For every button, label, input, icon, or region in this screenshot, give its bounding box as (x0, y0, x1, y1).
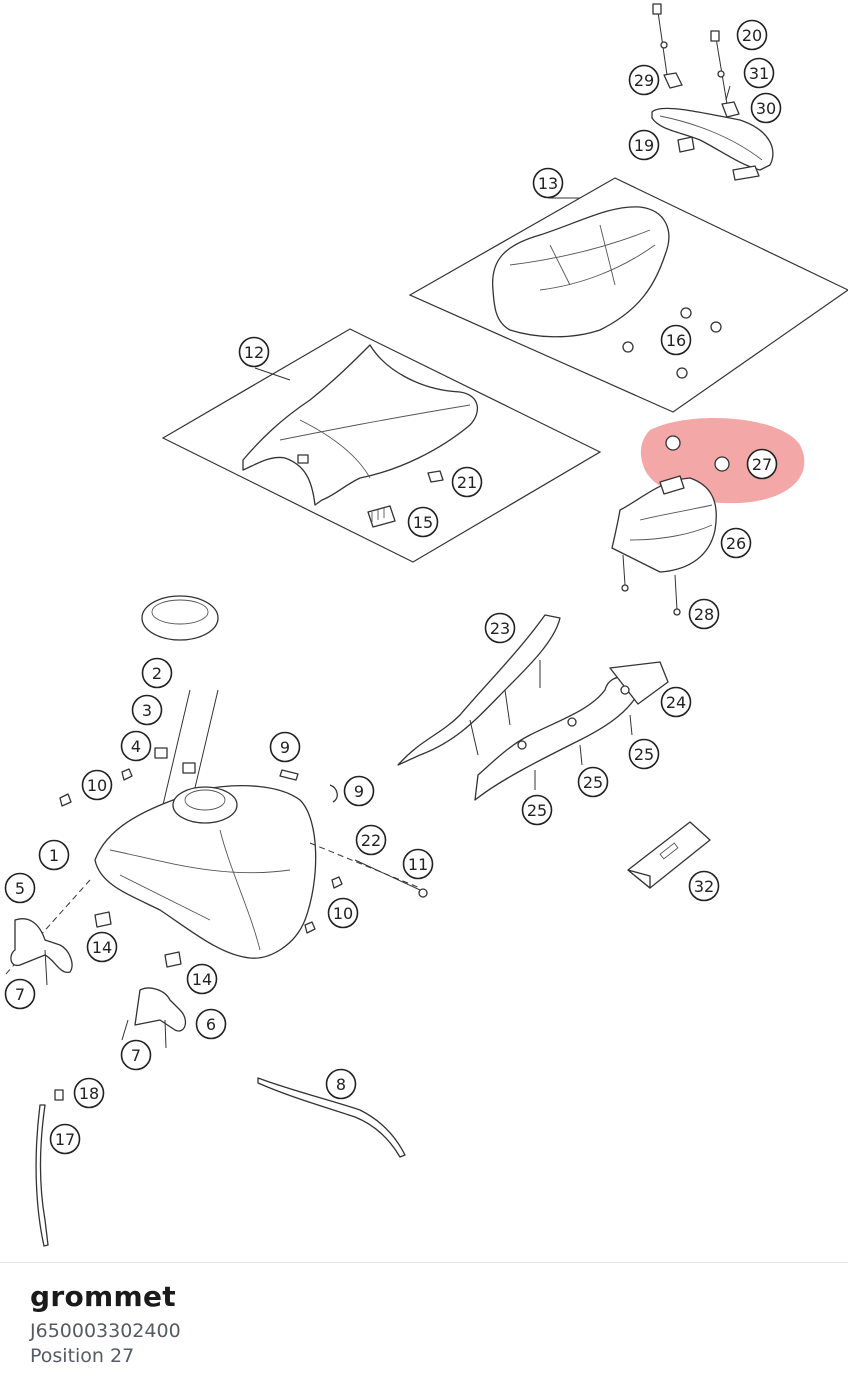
callout-label: 2 (152, 664, 162, 683)
callout-label: 16 (666, 331, 686, 350)
callout-label: 32 (694, 877, 714, 896)
callout-19[interactable]: 19 (628, 129, 660, 161)
callout-21[interactable]: 21 (451, 466, 483, 498)
rear-seat-plate (408, 177, 848, 413)
part-info-panel: grommet J650003302400 Position 27 (30, 1280, 181, 1369)
callout-17[interactable]: 17 (49, 1123, 81, 1155)
callout-5[interactable]: 5 (4, 872, 36, 904)
part-number: J650003302400 (30, 1320, 181, 1342)
callout-30[interactable]: 30 (750, 92, 782, 124)
callout-label: 29 (634, 71, 654, 90)
rider-seat-drawing (242, 344, 479, 528)
callout-label: 6 (206, 1015, 216, 1034)
callout-label: 11 (408, 855, 428, 874)
callout-25[interactable]: 25 (521, 794, 553, 826)
callout-14[interactable]: 14 (186, 963, 218, 995)
callout-label: 31 (749, 64, 769, 83)
callout-8[interactable]: 8 (325, 1068, 357, 1100)
callout-9[interactable]: 9 (343, 775, 375, 807)
callout-label: 19 (634, 136, 654, 155)
callout-25[interactable]: 25 (628, 738, 660, 770)
callout-label: 12 (244, 343, 264, 362)
callout-label: 13 (538, 174, 558, 193)
callout-27[interactable]: 27 (746, 448, 778, 480)
callout-4[interactable]: 4 (120, 730, 152, 762)
callout-label: 26 (726, 534, 746, 553)
callout-3[interactable]: 3 (131, 694, 163, 726)
callout-label: 15 (413, 513, 433, 532)
callout-label: 22 (361, 831, 381, 850)
callout-label: 25 (583, 773, 603, 792)
callout-32[interactable]: 32 (688, 870, 720, 902)
callout-28[interactable]: 28 (688, 598, 720, 630)
callout-label: 21 (457, 473, 477, 492)
callout-24[interactable]: 24 (660, 686, 692, 718)
callout-16[interactable]: 16 (660, 324, 692, 356)
callout-label: 25 (634, 745, 654, 764)
callout-label: 25 (527, 801, 547, 820)
callout-label: 30 (756, 99, 776, 118)
callout-label: 9 (280, 738, 290, 757)
callout-1[interactable]: 1 (38, 839, 70, 871)
callout-label: 4 (131, 737, 141, 756)
rider-seat-plate (161, 328, 602, 563)
bracket-26-drawing (611, 435, 730, 616)
parts-diagram: 2031302919131612211527262823242525253223… (4, 3, 848, 1247)
callout-label: 9 (354, 782, 364, 801)
callout-label: 10 (87, 776, 107, 795)
part-position: Position 27 (30, 1345, 135, 1367)
callout-18[interactable]: 18 (73, 1077, 105, 1109)
callout-label: 1 (49, 846, 59, 865)
part-name: grommet (30, 1280, 176, 1313)
callout-label: 23 (490, 619, 510, 638)
callout-22[interactable]: 22 (355, 824, 387, 856)
callout-label: 8 (336, 1075, 346, 1094)
rear-seat-drawing (491, 206, 722, 379)
callout-11[interactable]: 11 (402, 848, 434, 880)
divider (0, 1262, 848, 1263)
callout-2[interactable]: 2 (141, 657, 173, 689)
callout-label: 27 (752, 455, 772, 474)
subframe-drawing (397, 614, 669, 801)
callout-7[interactable]: 7 (120, 1039, 152, 1071)
callout-25[interactable]: 25 (577, 766, 609, 798)
callout-label: 3 (142, 701, 152, 720)
callout-15[interactable]: 15 (407, 506, 439, 538)
callout-26[interactable]: 26 (720, 527, 752, 559)
callout-label: 7 (131, 1046, 141, 1065)
callout-9[interactable]: 9 (269, 731, 301, 763)
callout-label: 18 (79, 1084, 99, 1103)
callout-label: 17 (55, 1130, 75, 1149)
callout-label: 14 (92, 938, 112, 957)
callout-6[interactable]: 6 (195, 1008, 227, 1040)
callout-label: 20 (742, 26, 762, 45)
callout-label: 5 (15, 879, 25, 898)
grab-handle-drawing (651, 3, 774, 181)
callout-label: 28 (694, 605, 714, 624)
callout-label: 24 (666, 693, 686, 712)
callout-31[interactable]: 31 (743, 57, 775, 89)
callout-label: 7 (15, 985, 25, 1004)
callout-12[interactable]: 12 (238, 336, 270, 368)
callout-10[interactable]: 10 (81, 769, 113, 801)
callout-7[interactable]: 7 (4, 978, 36, 1010)
callout-10[interactable]: 10 (327, 897, 359, 929)
callout-13[interactable]: 13 (532, 167, 564, 199)
leader-lines (254, 85, 731, 381)
callout-label: 14 (192, 970, 212, 989)
callout-label: 10 (333, 904, 353, 923)
part-32-drawing (627, 821, 711, 889)
callout-20[interactable]: 20 (736, 19, 768, 51)
callout-14[interactable]: 14 (86, 931, 118, 963)
callout-layer: 2031302919131612211527262823242525253223… (4, 19, 782, 1155)
fuel-tank-drawing (4, 595, 428, 1247)
callout-29[interactable]: 29 (628, 64, 660, 96)
callout-23[interactable]: 23 (484, 612, 516, 644)
